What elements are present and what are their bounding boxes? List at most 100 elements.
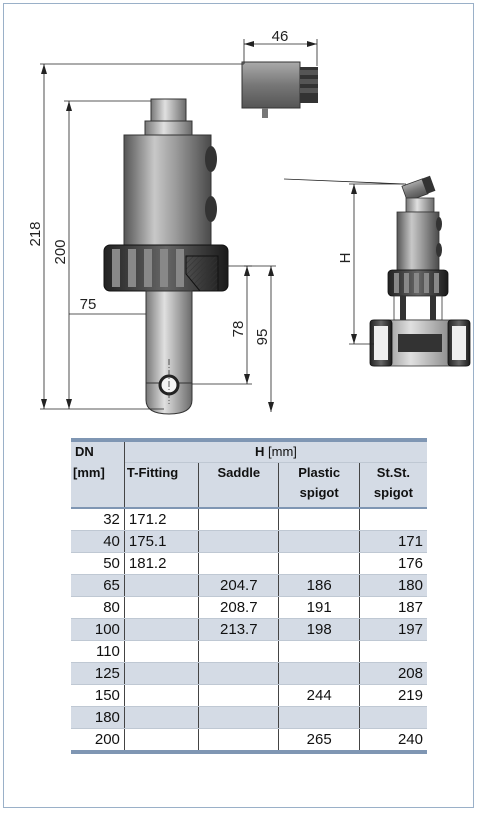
cell-saddle: 213.7 (198, 618, 280, 641)
table-row: 65 204.7 186 180 (71, 574, 427, 597)
cell-stst (359, 640, 427, 663)
dn-unit-label: [mm] (73, 464, 105, 480)
table-row: 150 244 219 (71, 684, 427, 707)
stst-label-2: spigot (373, 485, 413, 500)
dn-header: DN (71, 440, 125, 463)
h-header-label: H (254, 444, 265, 459)
cell-dn: 32 (71, 508, 125, 531)
saddle-label: Saddle (217, 465, 261, 480)
cell-plastic (278, 530, 360, 553)
saddle-header: Saddle (198, 462, 280, 483)
cell-stst: 208 (359, 662, 427, 685)
cell-t-fitting (124, 684, 200, 707)
cell-plastic: 244 (278, 684, 360, 707)
plastic-label-1: Plastic (298, 465, 341, 480)
cell-stst: 180 (359, 574, 427, 597)
t-fitting-label: T-Fitting (126, 465, 179, 480)
cell-t-fitting (124, 662, 200, 685)
cell-stst: 219 (359, 684, 427, 707)
cell-stst: 240 (359, 728, 427, 753)
t-fitting-header: T-Fitting (124, 462, 200, 483)
cell-t-fitting (124, 574, 200, 597)
dimension-lines (40, 39, 318, 412)
dim-75-label: 75 (80, 296, 97, 313)
table-row: 180 (71, 706, 427, 729)
dim-46-label: 46 (272, 28, 289, 45)
cell-t-fitting (124, 706, 200, 729)
cell-t-fitting (124, 596, 200, 619)
cell-stst: 187 (359, 596, 427, 619)
cell-stst (359, 508, 427, 531)
cell-plastic: 191 (278, 596, 360, 619)
cell-stst: 176 (359, 552, 427, 575)
cell-dn: 110 (71, 640, 125, 663)
plastic-header: Plastic (278, 462, 360, 483)
cell-dn: 80 (71, 596, 125, 619)
datasheet-page: 46 218 200 75 78 95 (3, 3, 474, 808)
table-row: 32 171.2 (71, 508, 427, 531)
cell-dn: 200 (71, 728, 125, 753)
dimension-table: DN H [mm] [mm] T-Fitting Saddle Plas (71, 438, 427, 754)
dim-218-label: 218 (27, 221, 44, 246)
dn-header-spacer (71, 483, 125, 509)
cell-t-fitting (124, 640, 200, 663)
cell-dn: 125 (71, 662, 125, 685)
cell-plastic (278, 706, 360, 729)
stst-header-2: spigot (359, 483, 427, 509)
cell-stst (359, 706, 427, 729)
dim-78-label: 78 (230, 321, 247, 338)
cell-plastic: 186 (278, 574, 360, 597)
cell-saddle (198, 508, 280, 531)
dn-header-label: DN (75, 444, 94, 459)
table-row: 40 175.1 171 (71, 530, 427, 553)
cell-dn: 40 (71, 530, 125, 553)
cell-saddle (198, 684, 280, 707)
cell-plastic (278, 508, 360, 531)
cell-dn: 100 (71, 618, 125, 641)
cell-plastic: 198 (278, 618, 360, 641)
cell-stst: 197 (359, 618, 427, 641)
cell-t-fitting (124, 618, 200, 641)
stst-label-1: St.St. (376, 465, 411, 480)
cell-t-fitting (124, 728, 200, 753)
cell-saddle (198, 662, 280, 685)
cell-plastic (278, 552, 360, 575)
cell-plastic: 265 (278, 728, 360, 753)
table-row: 100 213.7 198 197 (71, 618, 427, 641)
cell-plastic (278, 662, 360, 685)
cell-saddle (198, 640, 280, 663)
h-header: H [mm] (124, 440, 427, 463)
dim-h-label: H (337, 253, 354, 264)
cell-t-fitting: 181.2 (124, 552, 200, 575)
cell-saddle: 208.7 (198, 596, 280, 619)
cell-t-fitting: 171.2 (124, 508, 200, 531)
saddle-header-spacer (198, 483, 280, 509)
cell-dn: 150 (71, 684, 125, 707)
t-fitting-header-spacer (124, 483, 200, 509)
cell-saddle (198, 552, 280, 575)
h-header-unit: [mm] (268, 444, 297, 459)
cell-saddle (198, 728, 280, 753)
cell-stst: 171 (359, 530, 427, 553)
dn-unit-header: [mm] (71, 462, 125, 483)
cell-saddle (198, 530, 280, 553)
cell-dn: 65 (71, 574, 125, 597)
arrowheads (41, 41, 317, 412)
plastic-label-2: spigot (299, 485, 339, 500)
dim-95-label: 95 (254, 329, 271, 346)
cell-dn: 50 (71, 552, 125, 575)
cell-dn: 180 (71, 706, 125, 729)
cell-saddle (198, 706, 280, 729)
sensor-installed-view (283, 175, 471, 367)
cell-plastic (278, 640, 360, 663)
sensor-main-view (103, 61, 318, 415)
cell-saddle: 204.7 (198, 574, 280, 597)
table-row: 110 (71, 640, 427, 663)
cell-t-fitting: 175.1 (124, 530, 200, 553)
plastic-header-2: spigot (278, 483, 360, 509)
dimension-drawing: 46 218 200 75 78 95 (27, 28, 471, 415)
stst-header: St.St. (359, 462, 427, 483)
table-row: 50 181.2 176 (71, 552, 427, 575)
table-row: 200 265 240 (71, 728, 427, 753)
dim-200-label: 200 (52, 239, 69, 264)
